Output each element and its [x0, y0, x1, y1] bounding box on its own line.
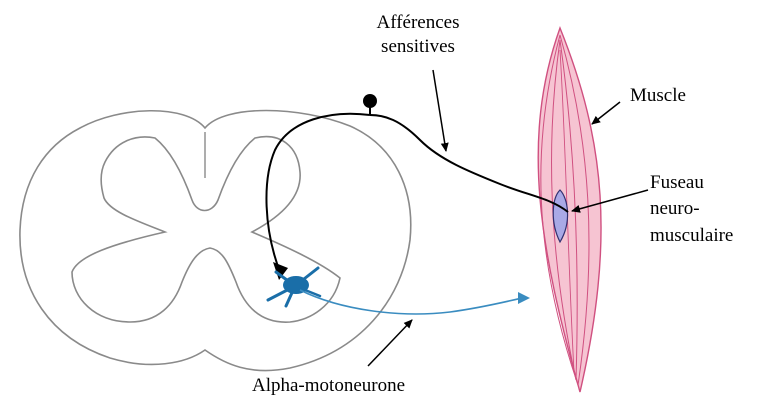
motoneuron-soma — [283, 276, 309, 294]
muscle-pointer-arrow — [592, 102, 620, 124]
label-afferences-line2: sensitives — [381, 36, 455, 57]
spinal-cord — [20, 111, 411, 371]
label-muscle: Muscle — [630, 85, 686, 106]
spinal-cord-outline — [20, 111, 411, 371]
dorsal-root-ganglion — [363, 94, 377, 108]
motoneurone-pointer-arrow — [368, 320, 412, 366]
label-afferences-line1: Afférences — [377, 12, 460, 33]
label-fuseau-line1: Fuseau — [650, 172, 704, 193]
motor-endplate — [518, 292, 530, 304]
muscle-body — [538, 28, 601, 392]
muscle — [538, 28, 601, 392]
label-fuseau-line3: musculaire — [650, 225, 733, 246]
afferences-pointer-arrow — [433, 70, 446, 151]
label-fuseau-line2: neuro- — [650, 198, 700, 219]
label-motoneurone: Alpha-motoneurone — [252, 375, 405, 396]
